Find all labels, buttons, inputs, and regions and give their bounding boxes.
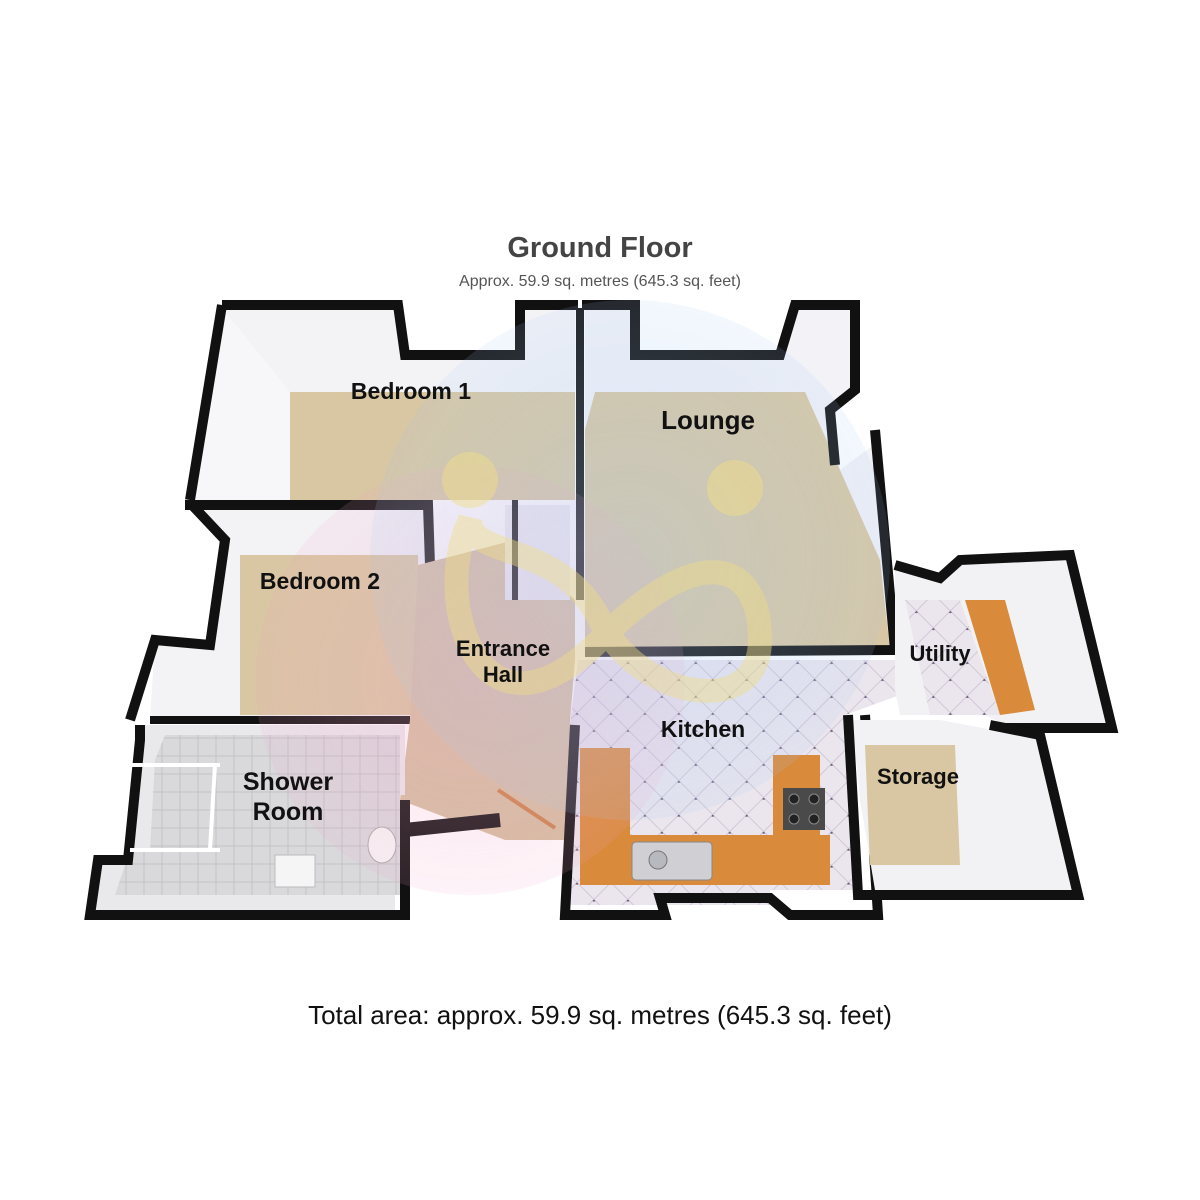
- room-label-utility: Utility: [909, 641, 971, 666]
- room-label-storage: Storage: [877, 764, 959, 789]
- room-label-shower-room-line-2: Room: [253, 798, 324, 826]
- room-label-shower-room-line-1: Shower: [243, 768, 334, 796]
- room-label-kitchen: Kitchen: [661, 716, 745, 742]
- room-label-bedroom-1: Bedroom 1: [351, 378, 471, 404]
- total-area-caption: Total area: approx. 59.9 sq. metres (645…: [308, 1000, 892, 1030]
- room-storage: [843, 714, 1085, 900]
- room-label-entrance-hall-line-1: Entrance: [456, 636, 550, 661]
- room-utility: [893, 549, 1119, 733]
- room-label-lounge: Lounge: [661, 405, 755, 435]
- agency-watermark-logo: [255, 300, 890, 895]
- floor-title: Ground Floor: [507, 232, 693, 264]
- floor-area-subtitle: Approx. 59.9 sq. metres (645.3 sq. feet): [459, 273, 741, 290]
- room-label-bedroom-2: Bedroom 2: [260, 568, 380, 594]
- room-label-entrance-hall-line-2: Hall: [483, 662, 523, 687]
